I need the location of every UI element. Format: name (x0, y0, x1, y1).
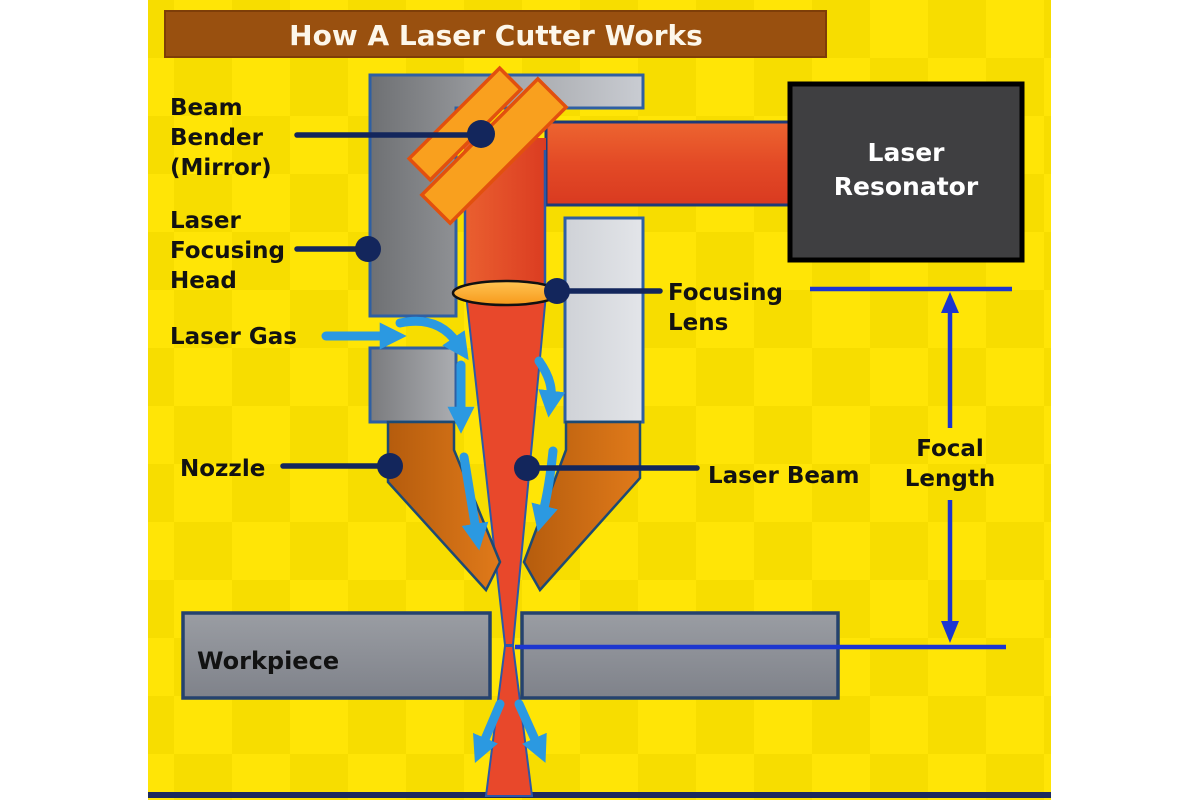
laser-resonator-label-line2: Resonator (834, 172, 979, 201)
beam-bender-label-line2: Bender (170, 125, 264, 151)
nozzle-leader-dot (377, 453, 403, 479)
nozzle-right (522, 420, 642, 593)
gas-arrow-curve-top (395, 316, 469, 361)
laser-gas-label: Laser Gas (170, 324, 297, 350)
diagram-bottom-border (148, 792, 1051, 798)
nozzle-label: Nozzle (180, 456, 265, 482)
leader-lines (280, 132, 700, 471)
focusing-head-lower-left (368, 346, 458, 424)
focal-length-label-line1: Focal (916, 436, 984, 462)
workpiece-left (181, 611, 492, 700)
laser-resonator-label-line1: Laser (868, 138, 946, 167)
gas-arrow-right-upper (534, 356, 566, 418)
focusing-lens-label-line2: Lens (668, 310, 728, 336)
page-title: How A Laser Cutter Works (289, 19, 703, 52)
focal-length-dimension (515, 286, 1012, 650)
focusing-head-label-line2: Focusing (170, 238, 285, 264)
focusing-lens-shape (451, 279, 561, 307)
gas-arrow-left-lower (459, 452, 489, 551)
focusing-lens-leader-dot (544, 278, 570, 304)
title-bar (164, 10, 827, 58)
gas-flow-arrows (321, 316, 566, 764)
focal-length-label-line2: Length (905, 466, 995, 492)
focusing-head-label-line3: Head (170, 268, 237, 294)
workpiece-label: Workpiece (197, 647, 339, 675)
focal-length-arrowhead-up (941, 292, 959, 313)
laser-beam-leader-dot (514, 455, 540, 481)
beam-bender-leader-dot (467, 120, 495, 148)
laser-beam-label: Laser Beam (708, 463, 859, 489)
gas-arrow-exit-right (514, 699, 547, 763)
laser-beam-horizontal (544, 120, 792, 207)
focusing-lens-label-line1: Focusing (668, 280, 783, 306)
workpiece-right (520, 611, 840, 700)
beam-bender-label-line1: Beam (170, 95, 243, 121)
gas-arrow-exit-left (473, 699, 505, 764)
beam-bender-label-line3: (Mirror) (170, 155, 272, 181)
laser-resonator-box (787, 81, 1025, 263)
gas-arrow-right-lower (531, 446, 558, 533)
focusing-head-label-line1: Laser (170, 208, 241, 234)
focusing-head-right-column (563, 216, 645, 424)
focal-length-arrowhead-down (941, 621, 959, 643)
focusing-head-leader-dot (355, 236, 381, 262)
